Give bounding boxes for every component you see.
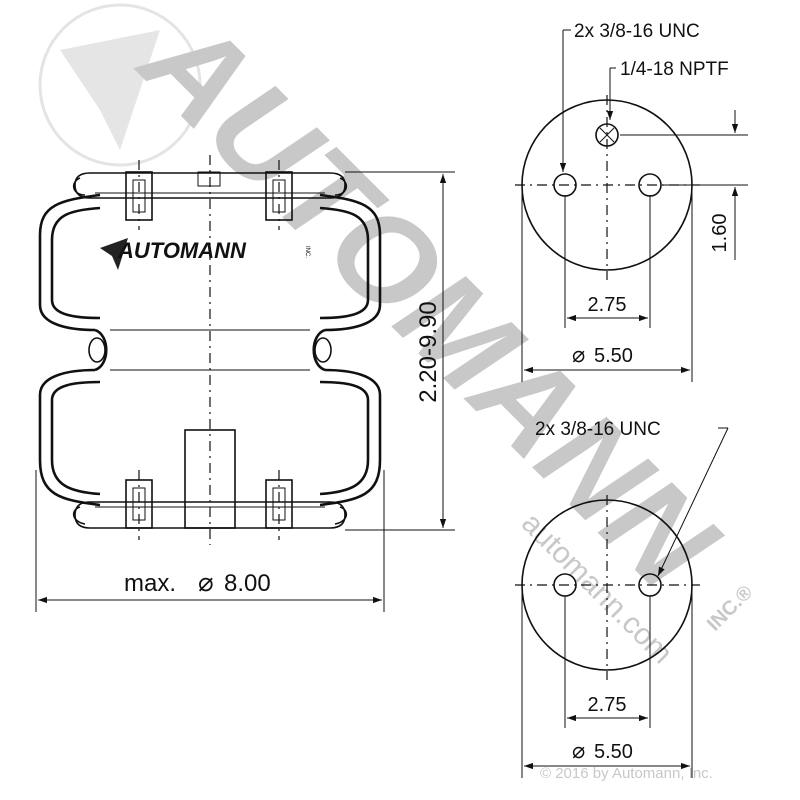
top-plate-view: 2x 3/8-16 UNC 1/4-18 NPTF 1.60 2.75 ⌀ 5.…: [515, 21, 748, 382]
bottom-plate-view: 2x 3/8-16 UNC 2.75 ⌀ 5.50: [515, 419, 729, 778]
watermark-inc-mark: INC.®: [703, 581, 757, 635]
logo-mark: [100, 238, 128, 270]
top-offset-dimension: 1.60: [709, 214, 731, 253]
max-diameter-prefix: max.: [124, 570, 176, 597]
top-center-boss: [197, 171, 221, 187]
air-spring-side-view: [38, 155, 382, 545]
bottom-diameter-dimension: 5.50: [594, 741, 633, 763]
girdle-hoop-left: [88, 337, 106, 363]
max-diameter-dimension: max. ⌀ 8.00: [35, 470, 385, 612]
lower-bellow: [38, 368, 382, 507]
stud-bottom-left: [125, 470, 153, 540]
watermark-logo-shape: [60, 30, 160, 150]
watermark-copyright: © 2016 by Automann, Inc.: [540, 765, 713, 782]
stud-bottom-right: [265, 470, 293, 540]
max-diameter-symbol: ⌀: [198, 567, 214, 597]
logo-inc: INC.: [304, 246, 310, 258]
automann-logo: AUTOMANN INC.: [100, 238, 310, 270]
girdle-ring: [94, 328, 326, 372]
bottom-bolt-callout: 2x 3/8-16 UNC: [535, 419, 661, 440]
bottom-spacing-dimension: 2.75: [588, 694, 627, 716]
max-diameter-value: 8.00: [224, 570, 271, 597]
height-dimension: 2.20-9.90: [345, 171, 455, 531]
top-port-callout: 1/4-18 NPTF: [620, 59, 729, 80]
girdle-hoop-right: [314, 337, 332, 363]
bottom-diameter-symbol: ⌀: [572, 738, 585, 763]
top-diameter-symbol: ⌀: [572, 342, 585, 367]
stud-top-left: [125, 160, 153, 230]
top-bolt-callout: 2x 3/8-16 UNC: [574, 21, 700, 42]
top-diameter-dimension: 5.50: [594, 345, 633, 367]
height-dimension-label: 2.20-9.90: [415, 301, 442, 402]
upper-bellow: [38, 193, 382, 332]
watermark-circle: [38, 3, 202, 167]
logo-text: AUTOMANN: [117, 238, 247, 263]
stud-top-right: [265, 160, 293, 230]
top-spacing-dimension: 2.75: [588, 294, 627, 316]
bumper-stop: [184, 429, 236, 529]
